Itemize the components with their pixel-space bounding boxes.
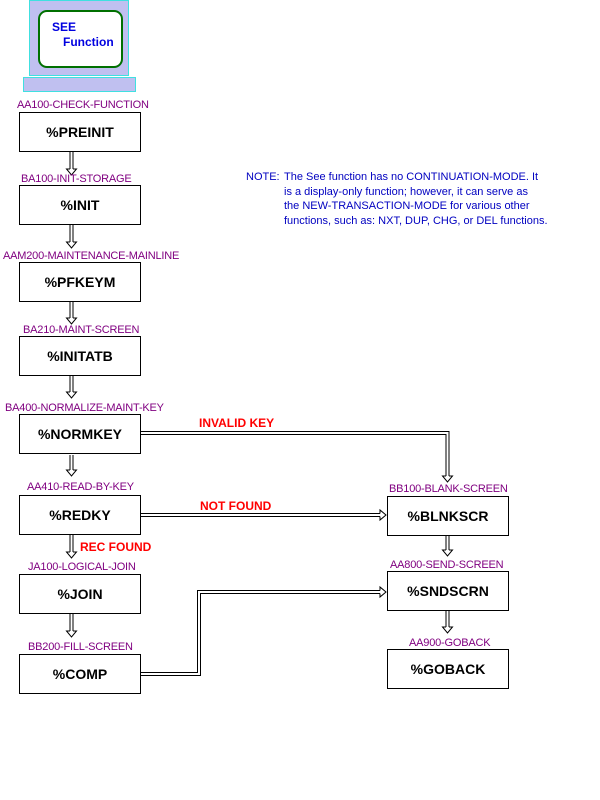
process-box-sndscrn: %SNDSCRN (387, 571, 509, 611)
note-line: The See function has no CONTINUATION-MOD… (284, 171, 539, 183)
down-arrow (65, 375, 78, 399)
step-label: BB100-BLANK-SCREEN (389, 483, 508, 495)
process-box-redky: %REDKY (19, 495, 141, 535)
right-arrow (379, 585, 387, 599)
step-label: AA410-READ-BY-KEY (27, 481, 134, 493)
process-box-preinit: %PREINIT (19, 112, 141, 152)
step-label: AA100-CHECK-FUNCTION (17, 99, 149, 111)
down-arrow (441, 536, 454, 557)
down-arrow (65, 535, 78, 559)
monitor-base (23, 77, 136, 92)
condition-not-found: NOT FOUND (200, 499, 272, 513)
step-label: BA100-INIT-STORAGE (21, 173, 132, 185)
step-label: BB200-FILL-SCREEN (28, 641, 133, 653)
down-arrow (65, 152, 78, 176)
title-line-1: SEE (52, 20, 77, 34)
process-box-init: %INIT (19, 185, 141, 225)
process-box-goback: %GOBACK (387, 649, 509, 689)
step-label: AA900-GOBACK (409, 637, 491, 649)
step-label: AA800-SEND-SCREEN (390, 559, 504, 571)
monitor-screen: SEE Function (38, 10, 123, 68)
down-arrow (65, 614, 78, 638)
process-box-pfkeym: %PFKEYM (19, 262, 141, 302)
down-arrow (65, 302, 78, 325)
down-arrow (65, 225, 78, 249)
step-label: BA210-MAINT-SCREEN (23, 324, 140, 336)
diagram-title: SEE Function (52, 20, 114, 50)
step-label: BA400-NORMALIZE-MAINT-KEY (5, 402, 164, 414)
process-box-join: %JOIN (19, 574, 141, 614)
comp-to-sndscrn-connector (141, 590, 380, 676)
process-box-blnkscr: %BLNKSCR (387, 496, 509, 536)
process-box-initatb: %INITATB (19, 336, 141, 376)
down-arrow (65, 455, 78, 477)
note-line: functions, such as: NXT, DUP, CHG, or DE… (284, 214, 548, 227)
note-line: the NEW-TRANSACTION-MODE for various oth… (284, 200, 530, 212)
note-line: is a display-only function; however, it … (284, 185, 528, 198)
condition-invalid-key: INVALID KEY (199, 416, 275, 430)
step-label: JA100-LOGICAL-JOIN (28, 561, 136, 573)
step-label: AAM200-MAINTENANCE-MAINLINE (3, 250, 180, 262)
process-box-normkey: %NORMKEY (19, 414, 141, 454)
monitor-icon: SEE Function (29, 0, 129, 76)
process-box-comp: %COMP (19, 654, 141, 694)
condition-rec-found: REC FOUND (80, 540, 152, 554)
down-arrow (441, 475, 454, 483)
note-text: NOTE: The See function has no CONTINUATIO… (246, 170, 548, 228)
down-arrow (441, 611, 454, 634)
right-arrow (141, 508, 387, 522)
note-label: NOTE: (246, 171, 280, 183)
invalid-key-connector (141, 431, 450, 476)
title-line-2: Function (63, 35, 114, 49)
